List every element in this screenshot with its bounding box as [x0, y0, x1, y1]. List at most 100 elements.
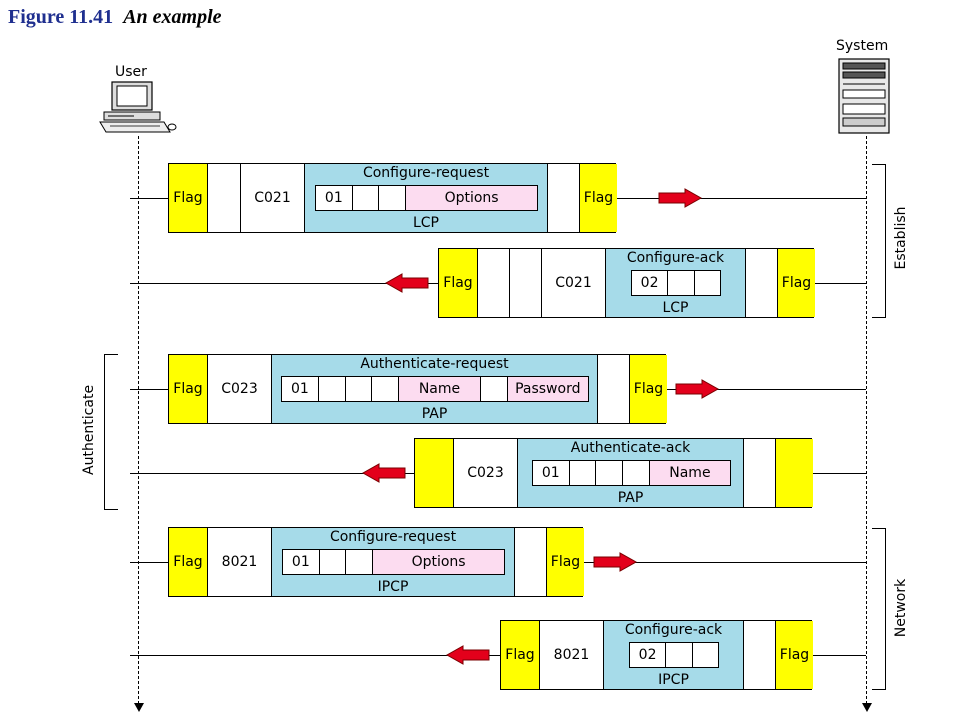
payload-title: Configure-ack — [624, 622, 723, 638]
payload-field — [665, 643, 692, 667]
payload-fields: 01 Options — [315, 185, 538, 211]
flag-field: Flag — [777, 249, 815, 317]
flag-field: Flag — [775, 621, 813, 689]
signal-line — [130, 655, 500, 656]
protocol-label: IPCP — [377, 579, 409, 595]
user-label: User — [115, 64, 147, 80]
protocol-field: C021 — [541, 249, 605, 317]
payload-field — [318, 550, 346, 574]
blank-field — [207, 164, 240, 232]
payload-field — [345, 550, 373, 574]
signal-line — [616, 198, 866, 199]
figure-caption: An example — [123, 6, 222, 28]
protocol-field: C021 — [240, 164, 304, 232]
network-bracket — [872, 528, 886, 690]
signal-line — [812, 473, 866, 474]
server-icon — [838, 58, 890, 134]
payload-title: Configure-ack — [626, 250, 725, 266]
payload-field: Name — [648, 461, 730, 485]
protocol-label: PAP — [617, 490, 644, 506]
blank-field — [743, 439, 775, 507]
flag-field: Flag — [501, 621, 539, 689]
establish-bracket — [872, 164, 886, 318]
payload-field: 02 — [632, 271, 668, 295]
payload-field — [691, 643, 718, 667]
signal-line — [130, 389, 168, 390]
payload-field — [378, 186, 406, 210]
payload-field — [479, 377, 507, 401]
flag-field: Flag — [629, 355, 667, 423]
payload-field — [622, 461, 649, 485]
payload-title: Configure-request — [362, 165, 490, 181]
flag-field: Flag — [169, 164, 207, 232]
flag-field: Flag — [579, 164, 617, 232]
payload-fields: 02 — [631, 270, 721, 296]
payload-field: 01 — [316, 186, 352, 210]
authenticate-label: Authenticate — [81, 384, 97, 475]
system-lifeline — [866, 136, 867, 704]
system-lifeline-arrowhead — [862, 703, 872, 712]
signal-line — [666, 389, 866, 390]
signal-line — [130, 198, 168, 199]
payload-field — [667, 271, 694, 295]
blank-field — [743, 621, 775, 689]
payload-field — [693, 271, 720, 295]
protocol-field: C023 — [453, 439, 517, 507]
flag-field — [775, 439, 813, 507]
payload-field — [595, 461, 623, 485]
blank-field — [745, 249, 777, 317]
arrow-right-icon — [658, 188, 702, 208]
payload-fields: 01 Name — [532, 460, 731, 486]
arrow-left-icon — [362, 463, 406, 483]
user-lifeline — [138, 136, 139, 704]
protocol-label: LCP — [412, 215, 440, 231]
blank-field — [477, 249, 509, 317]
arrow-right-icon — [593, 552, 637, 572]
payload-fields: 02 — [629, 642, 719, 668]
flag-field: Flag — [169, 355, 207, 423]
establish-label: Establish — [893, 206, 909, 270]
payload-field: Password — [506, 377, 589, 401]
payload-field — [344, 377, 372, 401]
protocol-label: PAP — [421, 406, 448, 422]
network-label: Network — [893, 578, 909, 638]
protocol-label: LCP — [662, 300, 689, 316]
protocol-field: 8021 — [539, 621, 603, 689]
payload-field: 01 — [283, 550, 319, 574]
blank-field — [597, 355, 629, 423]
payload-field: Options — [405, 186, 537, 210]
signal-line — [130, 283, 438, 284]
payload-fields: 01 Options — [282, 549, 505, 575]
payload-title: Authenticate-ack — [570, 440, 691, 456]
signal-line — [814, 283, 866, 284]
arrow-right-icon — [675, 379, 719, 399]
payload-title: Authenticate-request — [360, 356, 509, 372]
computer-icon — [99, 81, 177, 133]
blank-field — [514, 528, 546, 596]
payload-field: Options — [372, 550, 504, 574]
signal-line — [130, 473, 414, 474]
arrow-left-icon — [446, 645, 490, 665]
user-lifeline-arrowhead — [134, 703, 144, 712]
payload-field: Name — [398, 377, 480, 401]
signal-line — [130, 562, 168, 563]
signal-line — [583, 562, 866, 563]
payload-title: Configure-request — [329, 529, 457, 545]
payload-field: 01 — [533, 461, 569, 485]
flag-field — [415, 439, 453, 507]
arrow-left-icon — [385, 273, 429, 293]
payload-field — [351, 186, 379, 210]
payload-field — [371, 377, 399, 401]
